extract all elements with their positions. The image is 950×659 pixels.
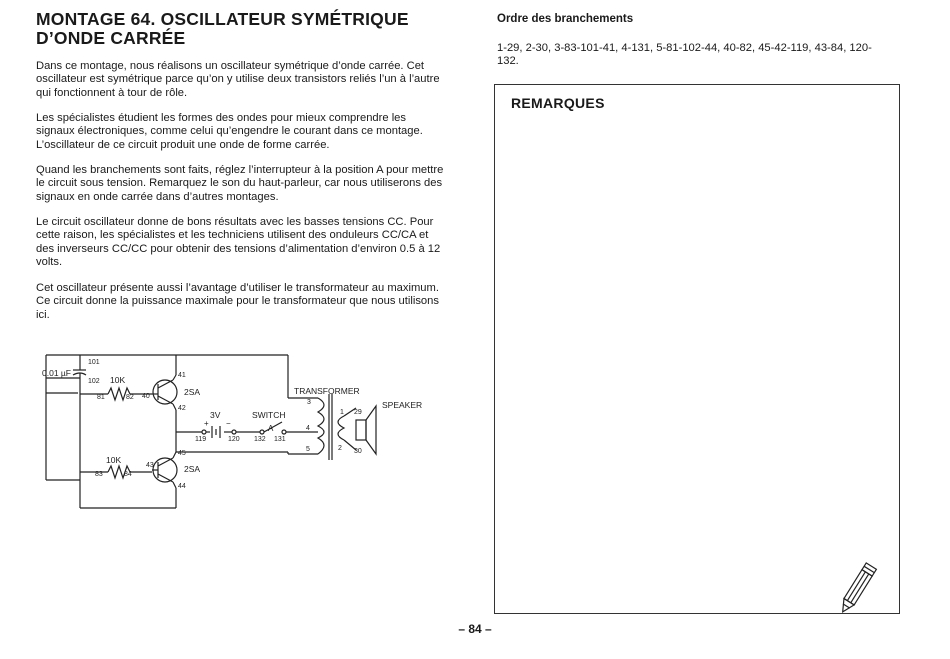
transformer-terminal-4: 4 <box>306 425 310 432</box>
speaker-label: SPEAKER <box>382 400 422 410</box>
speaker-terminal-30: 30 <box>354 448 362 455</box>
q2-terminal-44: 44 <box>178 483 186 490</box>
q2-terminal-45: 45 <box>178 450 186 457</box>
q1-terminal-41: 41 <box>178 372 186 379</box>
q1-terminal-42: 42 <box>178 405 186 412</box>
paragraph-3: Quand les branchements sont faits, régle… <box>36 164 444 203</box>
circuit-diagram: 0.01 µF 101 102 10K 81 82 40 41 42 2SA +… <box>42 354 422 509</box>
switch-label: SWITCH <box>252 410 286 420</box>
page-title: MONTAGE 64. OSCILLATEUR SYMÉTRIQUE D’OND… <box>36 10 456 48</box>
speaker-terminal-29: 29 <box>354 409 362 416</box>
title-line-1: MONTAGE 64. OSCILLATEUR SYMÉTRIQUE <box>36 9 409 29</box>
battery-terminal-119: 119 <box>195 436 206 443</box>
switch-position-a: A <box>268 424 274 433</box>
q2-label: 2SA <box>184 464 200 474</box>
title-line-2: D’ONDE CARRÉE <box>36 28 186 48</box>
paragraph-2: Les spécialistes étudient les formes des… <box>36 112 423 151</box>
switch-terminal-132: 132 <box>254 436 266 443</box>
battery-terminal-120: 120 <box>228 436 240 443</box>
transformer-label: TRANSFORMER <box>294 386 360 396</box>
transformer-terminal-5: 5 <box>306 446 310 453</box>
connection-order-heading: Ordre des branchements <box>497 13 634 25</box>
paragraph-4: Le circuit oscillateur donne de bons rés… <box>36 216 441 268</box>
battery-plus: + <box>204 419 209 428</box>
pencil-icon <box>841 562 878 614</box>
r2-value: 10K <box>106 455 121 465</box>
q2-base-43: 43 <box>146 462 154 469</box>
transformer-terminal-1: 1 <box>340 409 344 416</box>
cap-terminal-101: 101 <box>88 359 100 366</box>
r2-terminal-83: 83 <box>95 471 103 478</box>
r1-value: 10K <box>110 375 125 385</box>
q1-base-40: 40 <box>142 393 150 400</box>
transformer-terminal-3: 3 <box>307 399 311 406</box>
connection-order-text: 1-29, 2-30, 3-83-101-41, 4-131, 5-81-102… <box>497 42 872 68</box>
r2-terminal-84: 84 <box>124 471 132 478</box>
battery-minus: − <box>226 419 231 428</box>
remarks-heading: REMARQUES <box>511 95 605 111</box>
q1-label: 2SA <box>184 387 200 397</box>
switch-terminal-131: 131 <box>274 436 286 443</box>
r1-terminal-81: 81 <box>97 394 105 401</box>
cap-terminal-102: 102 <box>88 378 100 385</box>
remarks-box: REMARQUES <box>494 84 900 614</box>
battery-value: 3V <box>210 410 221 420</box>
page-number: – 84 – <box>458 622 492 636</box>
capacitor-value: 0.01 µF <box>42 368 71 378</box>
paragraph-5: Cet oscillateur présente aussi l’avantag… <box>36 282 439 321</box>
r1-terminal-82: 82 <box>126 394 134 401</box>
paragraph-1: Dans ce montage, nous réalisons un oscil… <box>36 60 440 99</box>
transformer-terminal-2: 2 <box>338 445 342 452</box>
